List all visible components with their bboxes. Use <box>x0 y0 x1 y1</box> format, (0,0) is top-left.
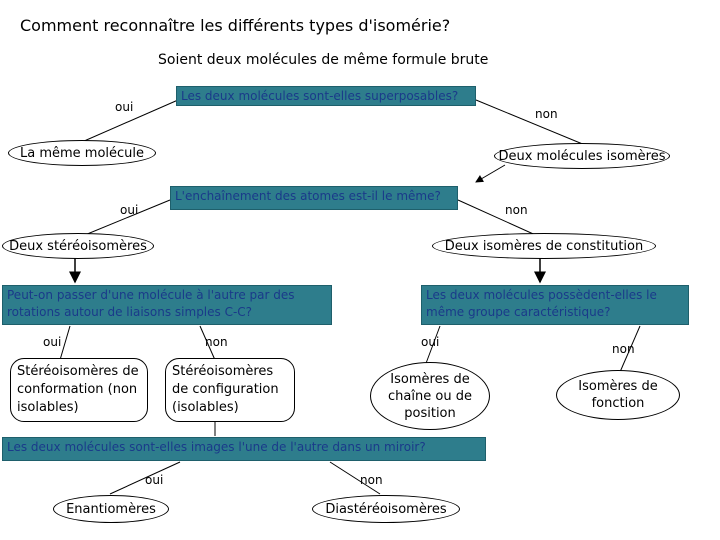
q2-non-line <box>457 199 541 238</box>
q5-oui-line <box>109 461 181 495</box>
q2-no-label: non <box>505 203 528 217</box>
q3-non-line <box>199 325 216 361</box>
q2-oui-line <box>79 199 171 238</box>
question-superposable: Les deux molécules sont-elles superposab… <box>176 86 476 106</box>
q4-oui-line <box>424 325 441 367</box>
question-mirror-image: Les deux molécules sont-elles images l'u… <box>2 437 486 461</box>
q3-yes-label: oui <box>43 335 62 349</box>
answer-stereoisomers: Deux stéréoisomères <box>2 233 154 259</box>
q1-non-line <box>475 99 586 146</box>
q4-no-label: non <box>612 342 635 356</box>
q4-non-line <box>619 325 641 373</box>
q1-yes-label: oui <box>115 100 134 114</box>
answer-enantiomers: Enantiomères <box>53 495 169 523</box>
q2-yes-label: oui <box>120 203 139 217</box>
question-functional-group: Les deux molécules possèdent-elles le mê… <box>421 285 689 325</box>
q3-oui-line <box>59 325 71 361</box>
page-subtitle: Soient deux molécules de même formule br… <box>158 52 489 68</box>
answer-isomers: Deux molécules isomères <box>494 143 670 169</box>
answer-configuration: Stéréoisomères de configuration (isolabl… <box>165 358 295 422</box>
answer-constitution-isomers: Deux isomères de constitution <box>432 233 656 259</box>
q4-yes-label: oui <box>421 335 440 349</box>
answer-conformation: Stéréoisomères de conformation (non isol… <box>10 358 148 422</box>
arrow-isomers-q2 <box>475 164 506 183</box>
question-rotations: Peut-on passer d'une molécule à l'autre … <box>2 285 332 325</box>
answer-function-isomers: Isomères de fonction <box>556 370 680 420</box>
page-title: Comment reconnaître les différents types… <box>20 16 451 35</box>
question-atom-sequence: L'enchaînement des atomes est-il le même… <box>170 186 458 210</box>
q3-no-label: non <box>205 335 228 349</box>
answer-same-molecule: La même molécule <box>8 140 156 166</box>
q5-no-label: non <box>360 473 383 487</box>
answer-diastereomers: Diastéréoisomères <box>312 495 460 523</box>
q1-oui-line <box>74 99 179 146</box>
q5-non-line <box>329 461 381 495</box>
q5-yes-label: oui <box>145 473 164 487</box>
answer-chain-position: Isomères de chaîne ou de position <box>370 362 490 430</box>
q1-no-label: non <box>535 107 558 121</box>
